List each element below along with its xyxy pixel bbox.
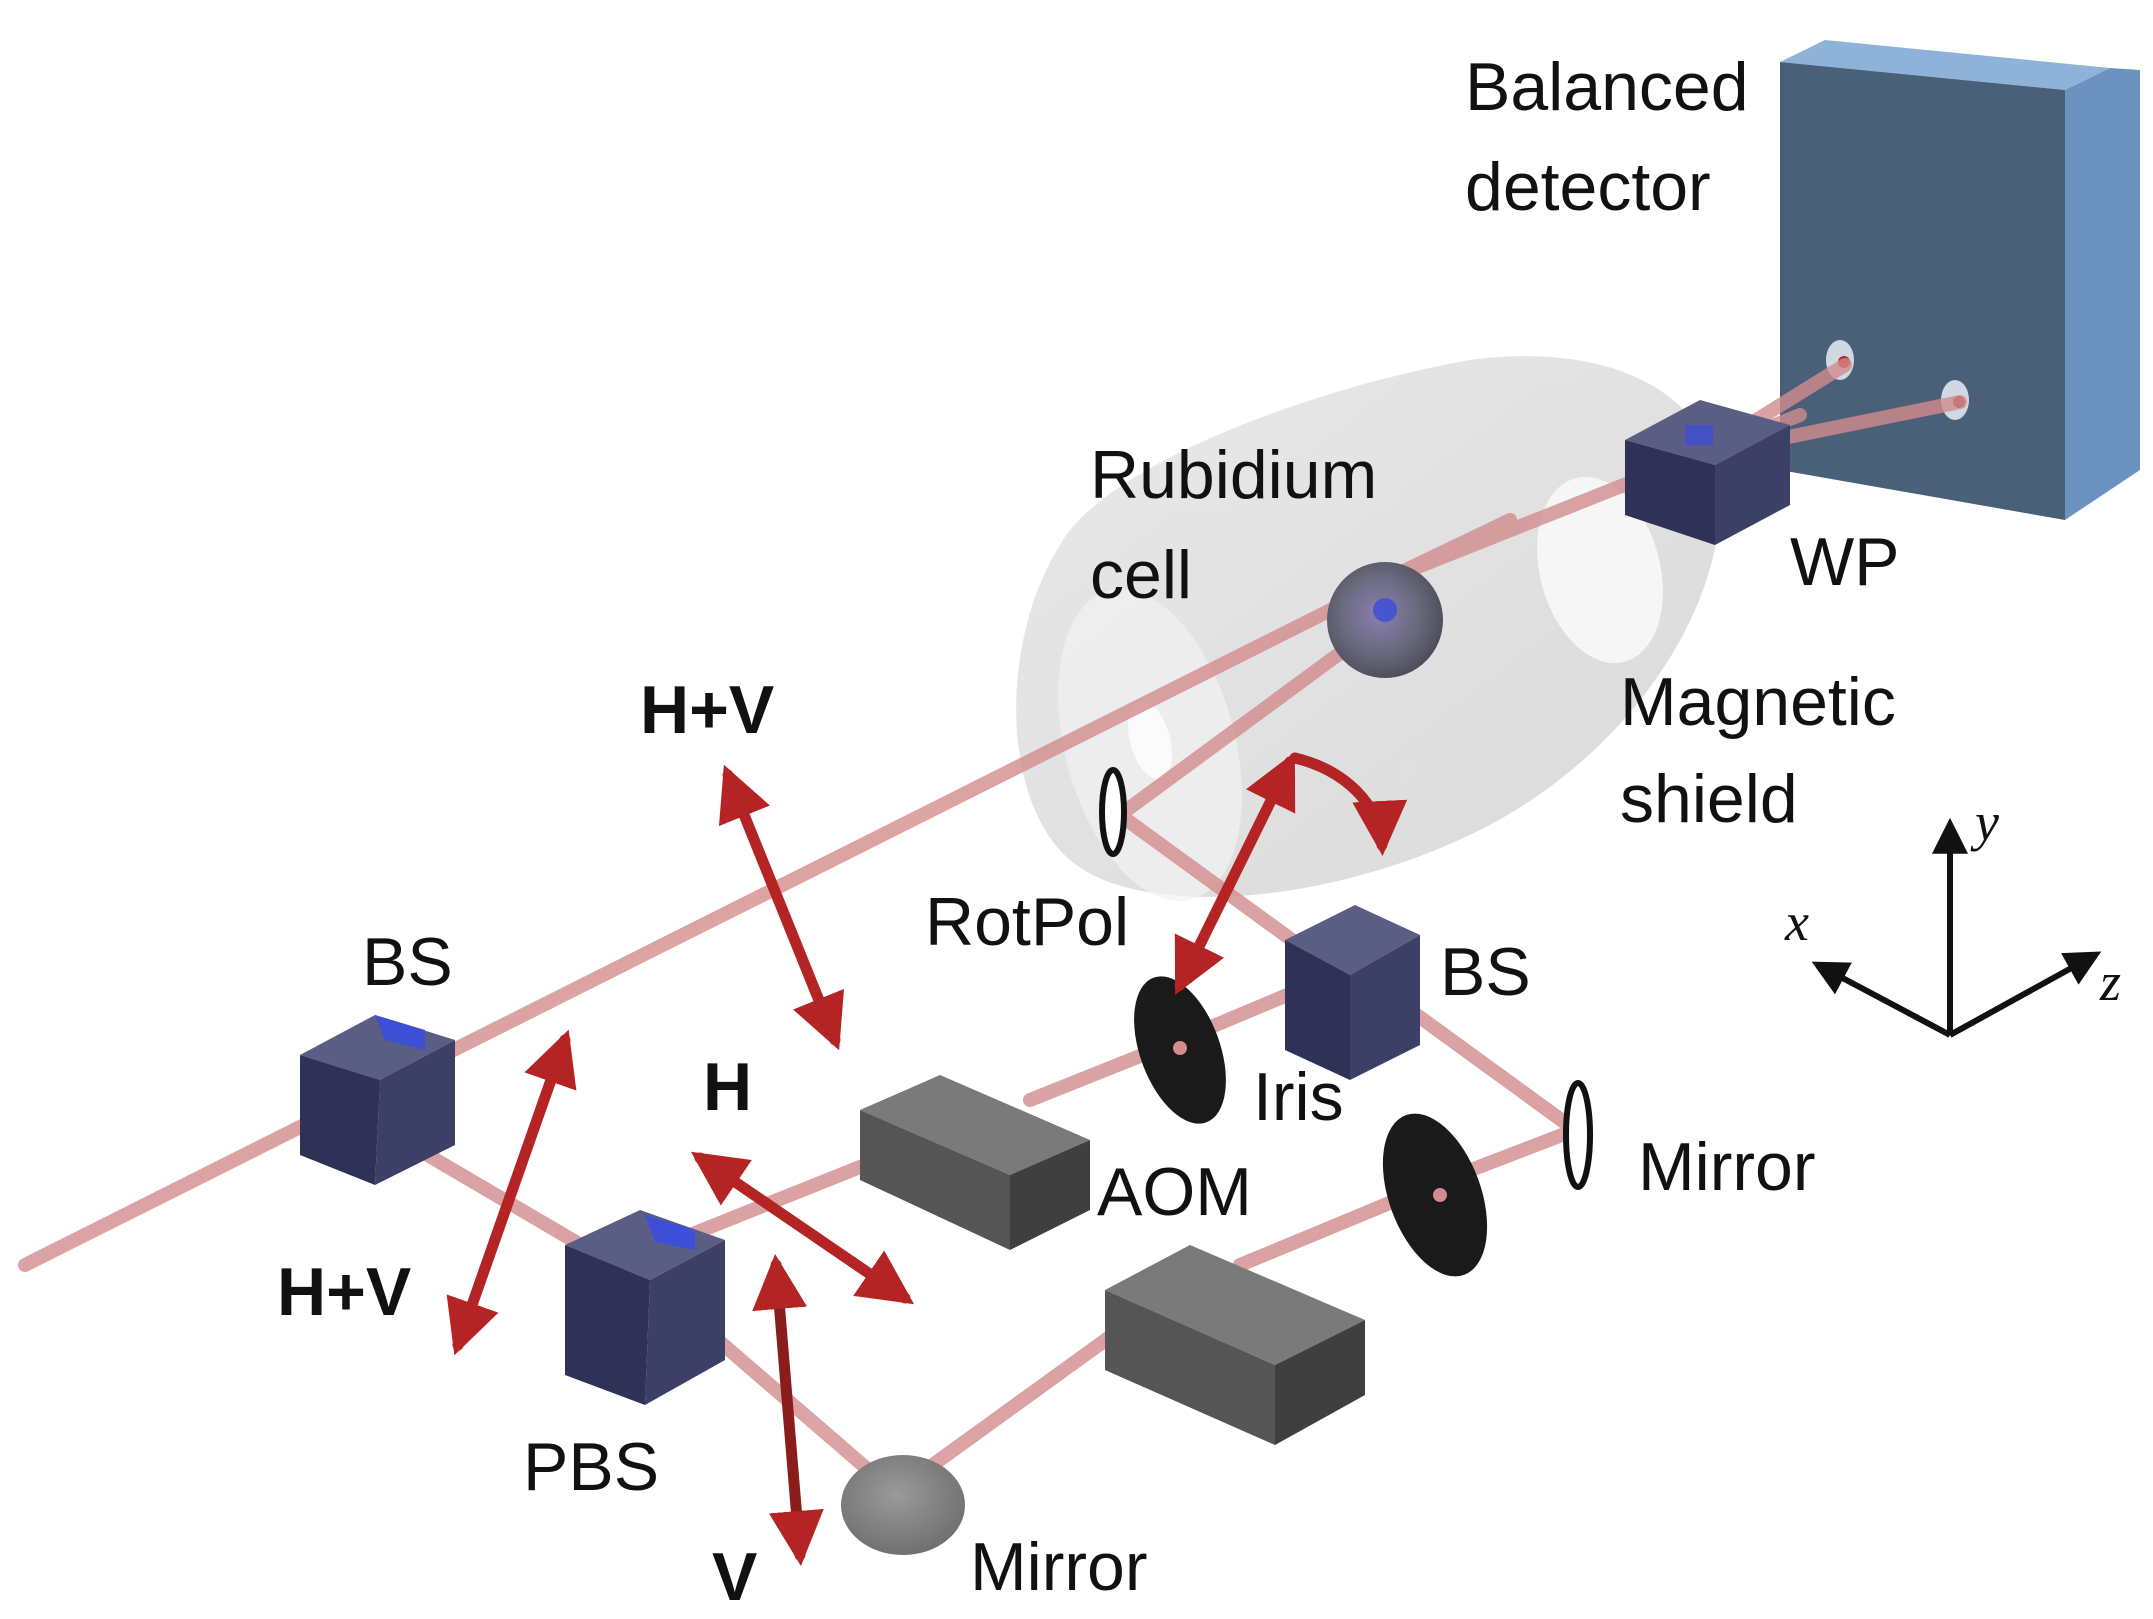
axis-z-arrow: [1948, 951, 2102, 1038]
mirror-right: [1563, 1080, 1593, 1190]
beam-splitter-left: [300, 1015, 455, 1185]
beam-splitter-right: [1285, 905, 1420, 1080]
label-iris: Iris: [1253, 1059, 1344, 1135]
balanced-detector: [1780, 40, 2140, 520]
label-aom-upper: AOM: [1097, 1154, 1252, 1230]
label-magnetic-shield-line1: Magnetic: [1620, 664, 1896, 740]
label-balanced-detector-line2: detector: [1465, 149, 1711, 225]
arrow-probe: [1174, 752, 1296, 995]
arrow-hv-bottom: [446, 1029, 577, 1356]
label-mirror-bottom: Mirror: [970, 1529, 1148, 1605]
label-bs-right: BS: [1440, 934, 1531, 1010]
label-v: V: [712, 1539, 757, 1615]
label-hv-bottom: H+V: [277, 1254, 411, 1330]
coordinate-axes: [1811, 817, 2102, 1038]
polarization-arrows: [446, 752, 1408, 1566]
axis-x-arrow: [1811, 961, 1952, 1038]
label-hv-top: H+V: [640, 672, 774, 748]
rubidium-cell: [1327, 562, 1443, 678]
beam-mirror-right-to-bs-right: [1403, 1003, 1582, 1137]
arrow-rotation: [1289, 752, 1408, 856]
rotpol-mirror: [1099, 767, 1127, 857]
beam-bottom-mirror-to-aom-lower: [898, 1308, 1147, 1492]
arrow-h: [690, 1151, 915, 1305]
label-rotpol: RotPol: [925, 884, 1129, 960]
polarizing-beam-splitter: [565, 1210, 725, 1405]
aom-upper: [860, 1075, 1090, 1250]
label-balanced-detector-line1: Balanced: [1465, 49, 1749, 125]
axis-y-label: y: [1970, 792, 1999, 852]
aom-lower: [1105, 1245, 1365, 1445]
iris-upper: [1134, 976, 1226, 1124]
label-magnetic-shield-line2: shield: [1620, 761, 1798, 837]
mirror-bottom: [841, 1455, 965, 1555]
label-rubidium-cell-line2: cell: [1090, 537, 1192, 613]
label-mirror-right: Mirror: [1638, 1129, 1816, 1205]
label-pbs: PBS: [523, 1429, 659, 1505]
beam-main-probe: [18, 513, 1517, 1272]
axis-z-label: z: [2099, 952, 2121, 1012]
label-rubidium-cell-line1: Rubidium: [1090, 437, 1377, 513]
label-bs-left: BS: [362, 924, 453, 1000]
axis-x-label: x: [1784, 892, 1809, 952]
wollaston-prism-cube: [1625, 400, 1790, 545]
arrow-v: [752, 1254, 824, 1566]
iris-lower: [1382, 1113, 1488, 1277]
label-h: H: [703, 1049, 752, 1125]
arrow-hv-top: [718, 764, 845, 1051]
label-wp: WP: [1790, 524, 1900, 600]
